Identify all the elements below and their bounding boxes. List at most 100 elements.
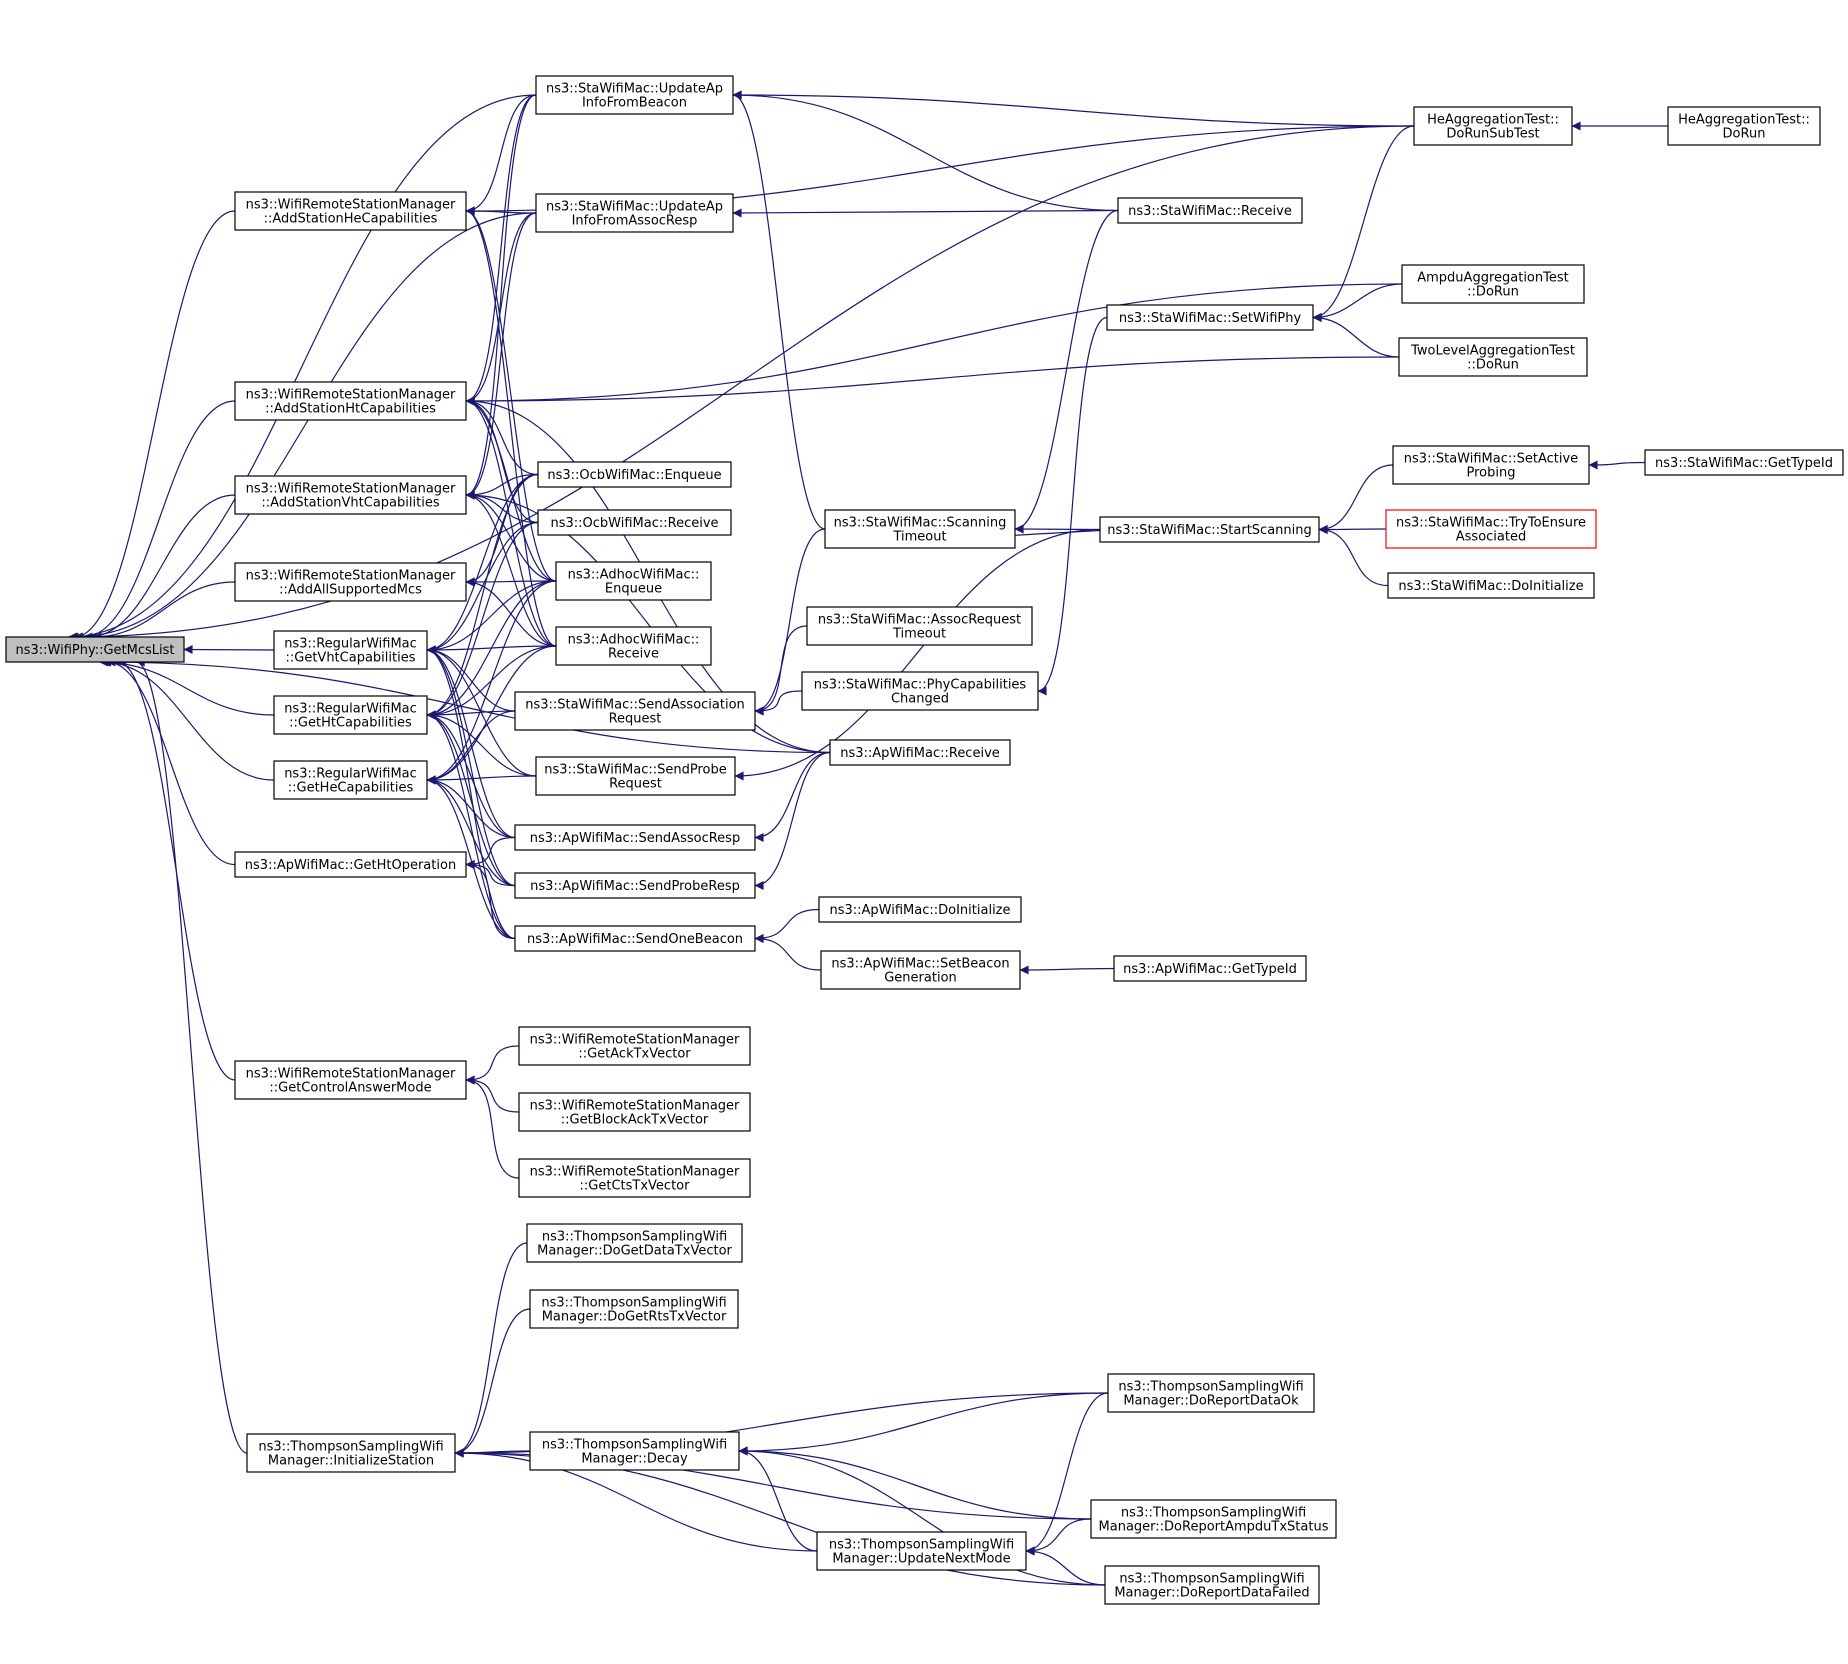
node-box [535, 193, 734, 233]
node-label: Manager::DoGetDataTxVector [537, 1244, 732, 1259]
node-label: Request [609, 777, 662, 792]
node-label: ns3::WifiRemoteStationManager [246, 482, 456, 497]
node-label: ns3::OcbWifiMac::Enqueue [547, 468, 721, 483]
node-label: ::GetHtCapabilities [289, 716, 412, 731]
node-addAll[interactable]: ns3::WifiRemoteStationManager::AddAllSup… [234, 562, 467, 602]
node-label: ns3::ThompsonSamplingWifi [542, 1438, 727, 1453]
edge-staRecv-to-updAssoc [732, 208, 1119, 218]
node-initSt[interactable]: ns3::ThompsonSamplingWifiManager::Initia… [246, 1433, 456, 1473]
node-updAssoc[interactable]: ns3::StaWifiMac::UpdateApInfoFromAssocRe… [535, 193, 734, 233]
edge-heAggSub-to-setWifiPhy [1312, 125, 1415, 322]
edge-ocbEnq-to-addHt [465, 396, 539, 476]
node-label: ns3::AdhocWifiMac:: [568, 568, 700, 583]
node-box [529, 1289, 739, 1329]
node-apRecv[interactable]: ns3::ApWifiMac::Receive [829, 739, 1011, 766]
node-ocbRecv[interactable]: ns3::OcbWifiMac::Receive [537, 509, 732, 536]
node-sendBeacon[interactable]: ns3::ApWifiMac::SendOneBeacon [514, 925, 756, 952]
node-addVht[interactable]: ns3::WifiRemoteStationManager::AddStatio… [234, 475, 467, 515]
node-label: ns3::RegularWifiMac [284, 767, 417, 782]
node-label: ns3::StaWifiMac::SetWifiPhy [1119, 311, 1302, 326]
node-sendProbeResp[interactable]: ns3::ApWifiMac::SendProbeResp [514, 872, 756, 899]
edge-adhocEnq-to-addVht [465, 490, 557, 582]
node-heAggRun[interactable]: HeAggregationTest::DoRun [1667, 106, 1821, 146]
node-doGetRts[interactable]: ns3::ThompsonSamplingWifiManager::DoGetR… [529, 1289, 739, 1329]
node-label: ns3::StaWifiMac::Scanning [834, 516, 1007, 531]
node-label: Manager::DoReportDataOk [1123, 1394, 1299, 1409]
node-getCtrl[interactable]: ns3::WifiRemoteStationManager::GetContro… [234, 1060, 467, 1100]
node-label: ns3::WifiRemoteStationManager [246, 569, 456, 584]
node-ocbEnq[interactable]: ns3::OcbWifiMac::Enqueue [537, 461, 732, 488]
node-sendAssocResp[interactable]: ns3::ApWifiMac::SendAssocResp [514, 824, 756, 851]
node-adhocRecv[interactable]: ns3::AdhocWifiMac::Receive [555, 626, 712, 666]
node-staDoInit[interactable]: ns3::StaWifiMac::DoInitialize [1387, 572, 1595, 599]
node-label: ns3::ThompsonSamplingWifi [1121, 1506, 1306, 1521]
node-root[interactable]: ns3::WifiPhy::GetMcsList [5, 636, 185, 663]
node-getVht[interactable]: ns3::RegularWifiMac::GetVhtCapabilities [273, 630, 428, 670]
node-box [518, 1092, 751, 1132]
node-apDoInit[interactable]: ns3::ApWifiMac::DoInitialize [818, 896, 1022, 923]
node-addHe[interactable]: ns3::WifiRemoteStationManager::AddStatio… [234, 191, 467, 231]
node-box [816, 1531, 1027, 1571]
node-setWifiPhy[interactable]: ns3::StaWifiMac::SetWifiPhy [1106, 304, 1314, 331]
node-box [246, 1433, 456, 1473]
edge-sendAssocReq-to-getHe [426, 710, 516, 785]
edge-ampduAgg-to-addHt [465, 283, 1403, 406]
node-label: ns3::ThompsonSamplingWifi [541, 1296, 726, 1311]
edge-apRecv-to-root [100, 657, 831, 754]
node-label: ns3::ThompsonSamplingWifi [542, 1230, 727, 1245]
edge-phyCapChanged-to-sendAssocReq [754, 690, 803, 716]
node-getHe[interactable]: ns3::RegularWifiMac::GetHeCapabilities [273, 760, 428, 800]
node-box [1667, 106, 1821, 146]
node-reportFailed[interactable]: ns3::ThompsonSamplingWifiManager::DoRepo… [1104, 1565, 1320, 1605]
node-label: ns3::ThompsonSamplingWifi [1118, 1380, 1303, 1395]
node-staGetTypeId[interactable]: ns3::StaWifiMac::GetTypeId [1644, 449, 1844, 476]
node-label: ns3::StaWifiMac::GetTypeId [1655, 456, 1833, 471]
node-addHt[interactable]: ns3::WifiRemoteStationManager::AddStatio… [234, 381, 467, 421]
node-label: ns3::WifiRemoteStationManager [530, 1099, 740, 1114]
node-box [234, 475, 467, 515]
node-ampduAgg[interactable]: AmpduAggregationTest::DoRun [1401, 264, 1585, 304]
node-staRecv[interactable]: ns3::StaWifiMac::Receive [1117, 197, 1303, 224]
node-reportOk[interactable]: ns3::ThompsonSamplingWifiManager::DoRepo… [1107, 1373, 1315, 1413]
node-label: Manager::InitializeStation [268, 1454, 434, 1469]
edge-tryEnsure-to-startScan [1318, 524, 1387, 534]
node-box [273, 760, 428, 800]
node-twoLevel[interactable]: TwoLevelAggregationTest::DoRun [1398, 337, 1588, 377]
node-box [273, 695, 428, 735]
node-getHtOp[interactable]: ns3::ApWifiMac::GetHtOperation [234, 851, 467, 878]
node-label: ::AddStationHeCapabilities [264, 212, 438, 227]
node-heAggSub[interactable]: HeAggregationTest::DoRunSubTest [1413, 106, 1573, 146]
node-updNext[interactable]: ns3::ThompsonSamplingWifiManager::Update… [816, 1531, 1027, 1571]
edge-adhocEnq-to-getHe [426, 580, 557, 785]
edges-layer [67, 90, 1668, 1586]
node-adhocEnq[interactable]: ns3::AdhocWifiMac::Enqueue [555, 561, 712, 601]
edge-ocbEnq-to-addVht [465, 473, 539, 500]
node-apGetTypeId[interactable]: ns3::ApWifiMac::GetTypeId [1113, 955, 1307, 982]
edge-updBeacon-to-addHt [465, 94, 537, 406]
node-getHt[interactable]: ns3::RegularWifiMac::GetHtCapabilities [273, 695, 428, 735]
node-reportAmpdu[interactable]: ns3::ThompsonSamplingWifiManager::DoRepo… [1090, 1499, 1337, 1539]
node-label: Generation [884, 971, 957, 986]
node-doGetData[interactable]: ns3::ThompsonSamplingWifiManager::DoGetD… [526, 1223, 743, 1263]
node-box [1644, 449, 1844, 476]
node-label: ns3::OcbWifiMac::Receive [550, 516, 718, 531]
node-getBlockAckTx[interactable]: ns3::WifiRemoteStationManager::GetBlockA… [518, 1092, 751, 1132]
edge-addHt-to-root [83, 400, 236, 642]
node-label: Manager::DoReportDataFailed [1114, 1586, 1309, 1601]
node-getAckTx[interactable]: ns3::WifiRemoteStationManager::GetAckTxV… [518, 1026, 751, 1066]
edge-sendProbeResp-to-getHe [426, 775, 516, 887]
node-getCtsTx[interactable]: ns3::WifiRemoteStationManager::GetCtsTxV… [518, 1158, 751, 1198]
node-startScan[interactable]: ns3::StaWifiMac::StartScanning [1099, 516, 1320, 543]
node-label: TwoLevelAggregationTest [1410, 344, 1575, 359]
edge-apGetTypeId-to-setBeaconGen [1019, 965, 1115, 975]
